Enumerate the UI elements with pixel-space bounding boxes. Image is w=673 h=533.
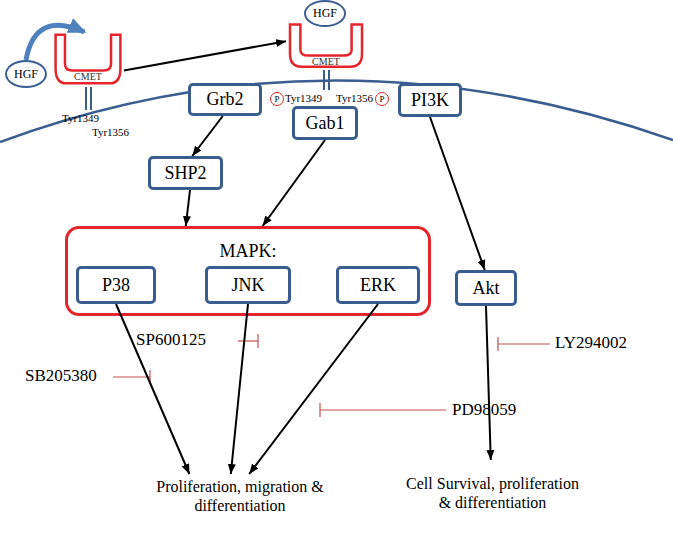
inhibitor-bar: [149, 370, 150, 384]
inhibitor-line: [320, 409, 446, 410]
residue-label: Tyr1349: [285, 92, 322, 104]
signal-arrow: [26, 25, 84, 60]
node-text: Proliferation, migration & differentiati…: [125, 477, 355, 515]
signal-arrow: [231, 304, 248, 474]
process-box: ERK: [336, 266, 420, 304]
residue-label: Tyr1356: [336, 92, 373, 104]
node-text: Cell Survival, proliferation & different…: [405, 474, 580, 512]
node-text: CMET: [286, 56, 366, 67]
group-box: MAPK: P38 JNK ERK: [65, 226, 431, 316]
signal-arrow: [116, 304, 189, 474]
inhibitor-label: PD98059: [452, 400, 516, 420]
ligand-ellipse: HGF: [304, 0, 346, 27]
transmembrane-line: [90, 87, 92, 110]
transmembrane-line: [323, 70, 325, 90]
process-box: PI3K: [398, 83, 462, 117]
signal-arrow: [249, 304, 378, 474]
signal-arrow: [192, 116, 223, 156]
signal-arrow: [430, 117, 485, 270]
process-box: Akt: [455, 270, 517, 306]
node-text: HGF: [14, 67, 38, 82]
process-box: Gab1: [292, 106, 358, 140]
node-text: Akt: [473, 278, 500, 299]
signal-arrow: [124, 41, 286, 70]
inhibitor-label: SB205380: [25, 366, 97, 386]
outcome-text: Cell Survival, proliferation & different…: [405, 460, 580, 526]
process-box: Grb2: [188, 83, 262, 116]
inhibitor-line: [238, 340, 258, 341]
phospho-circle: P: [270, 92, 284, 106]
cell-membrane: [0, 80, 673, 142]
transmembrane-line: [85, 87, 87, 110]
process-box: JNK: [205, 266, 291, 304]
residue-label: Tyr1356: [92, 126, 129, 138]
signal-arrow: [263, 140, 325, 226]
inhibitor-line: [498, 343, 550, 344]
node-text: P38: [102, 275, 130, 296]
receptor-symbol: CMET: [52, 32, 124, 87]
node-text: P: [379, 94, 384, 104]
group-title: MAPK:: [68, 241, 428, 262]
receptor-symbol: CMET: [286, 22, 366, 70]
inhibitor-bar: [497, 337, 498, 351]
node-text: HGF: [313, 6, 337, 21]
inhibitor-line: [113, 376, 150, 377]
phospho-circle: P: [375, 92, 389, 106]
node-text: SHP2: [164, 163, 206, 184]
residue-label: Tyr1349: [62, 112, 99, 124]
inhibitor-bar: [319, 403, 320, 417]
inhibitor-bar: [257, 334, 258, 348]
node-text: ERK: [360, 275, 396, 296]
ligand-ellipse: HGF: [5, 60, 47, 88]
inhibitor-label: SP600125: [136, 330, 206, 350]
process-box: P38: [76, 266, 156, 304]
node-text: CMET: [52, 71, 124, 82]
signal-arrow: [486, 306, 491, 460]
process-box: SHP2: [148, 156, 223, 190]
node-text: Grb2: [207, 89, 244, 110]
outcome-text: Proliferation, migration & differentiati…: [125, 474, 355, 518]
node-text: Gab1: [306, 113, 345, 134]
node-text: P: [274, 94, 279, 104]
node-text: PI3K: [411, 90, 449, 111]
transmembrane-line: [328, 70, 330, 90]
inhibitor-label: LY294002: [555, 333, 627, 353]
signal-arrow: [186, 190, 190, 226]
node-text: JNK: [231, 275, 264, 296]
